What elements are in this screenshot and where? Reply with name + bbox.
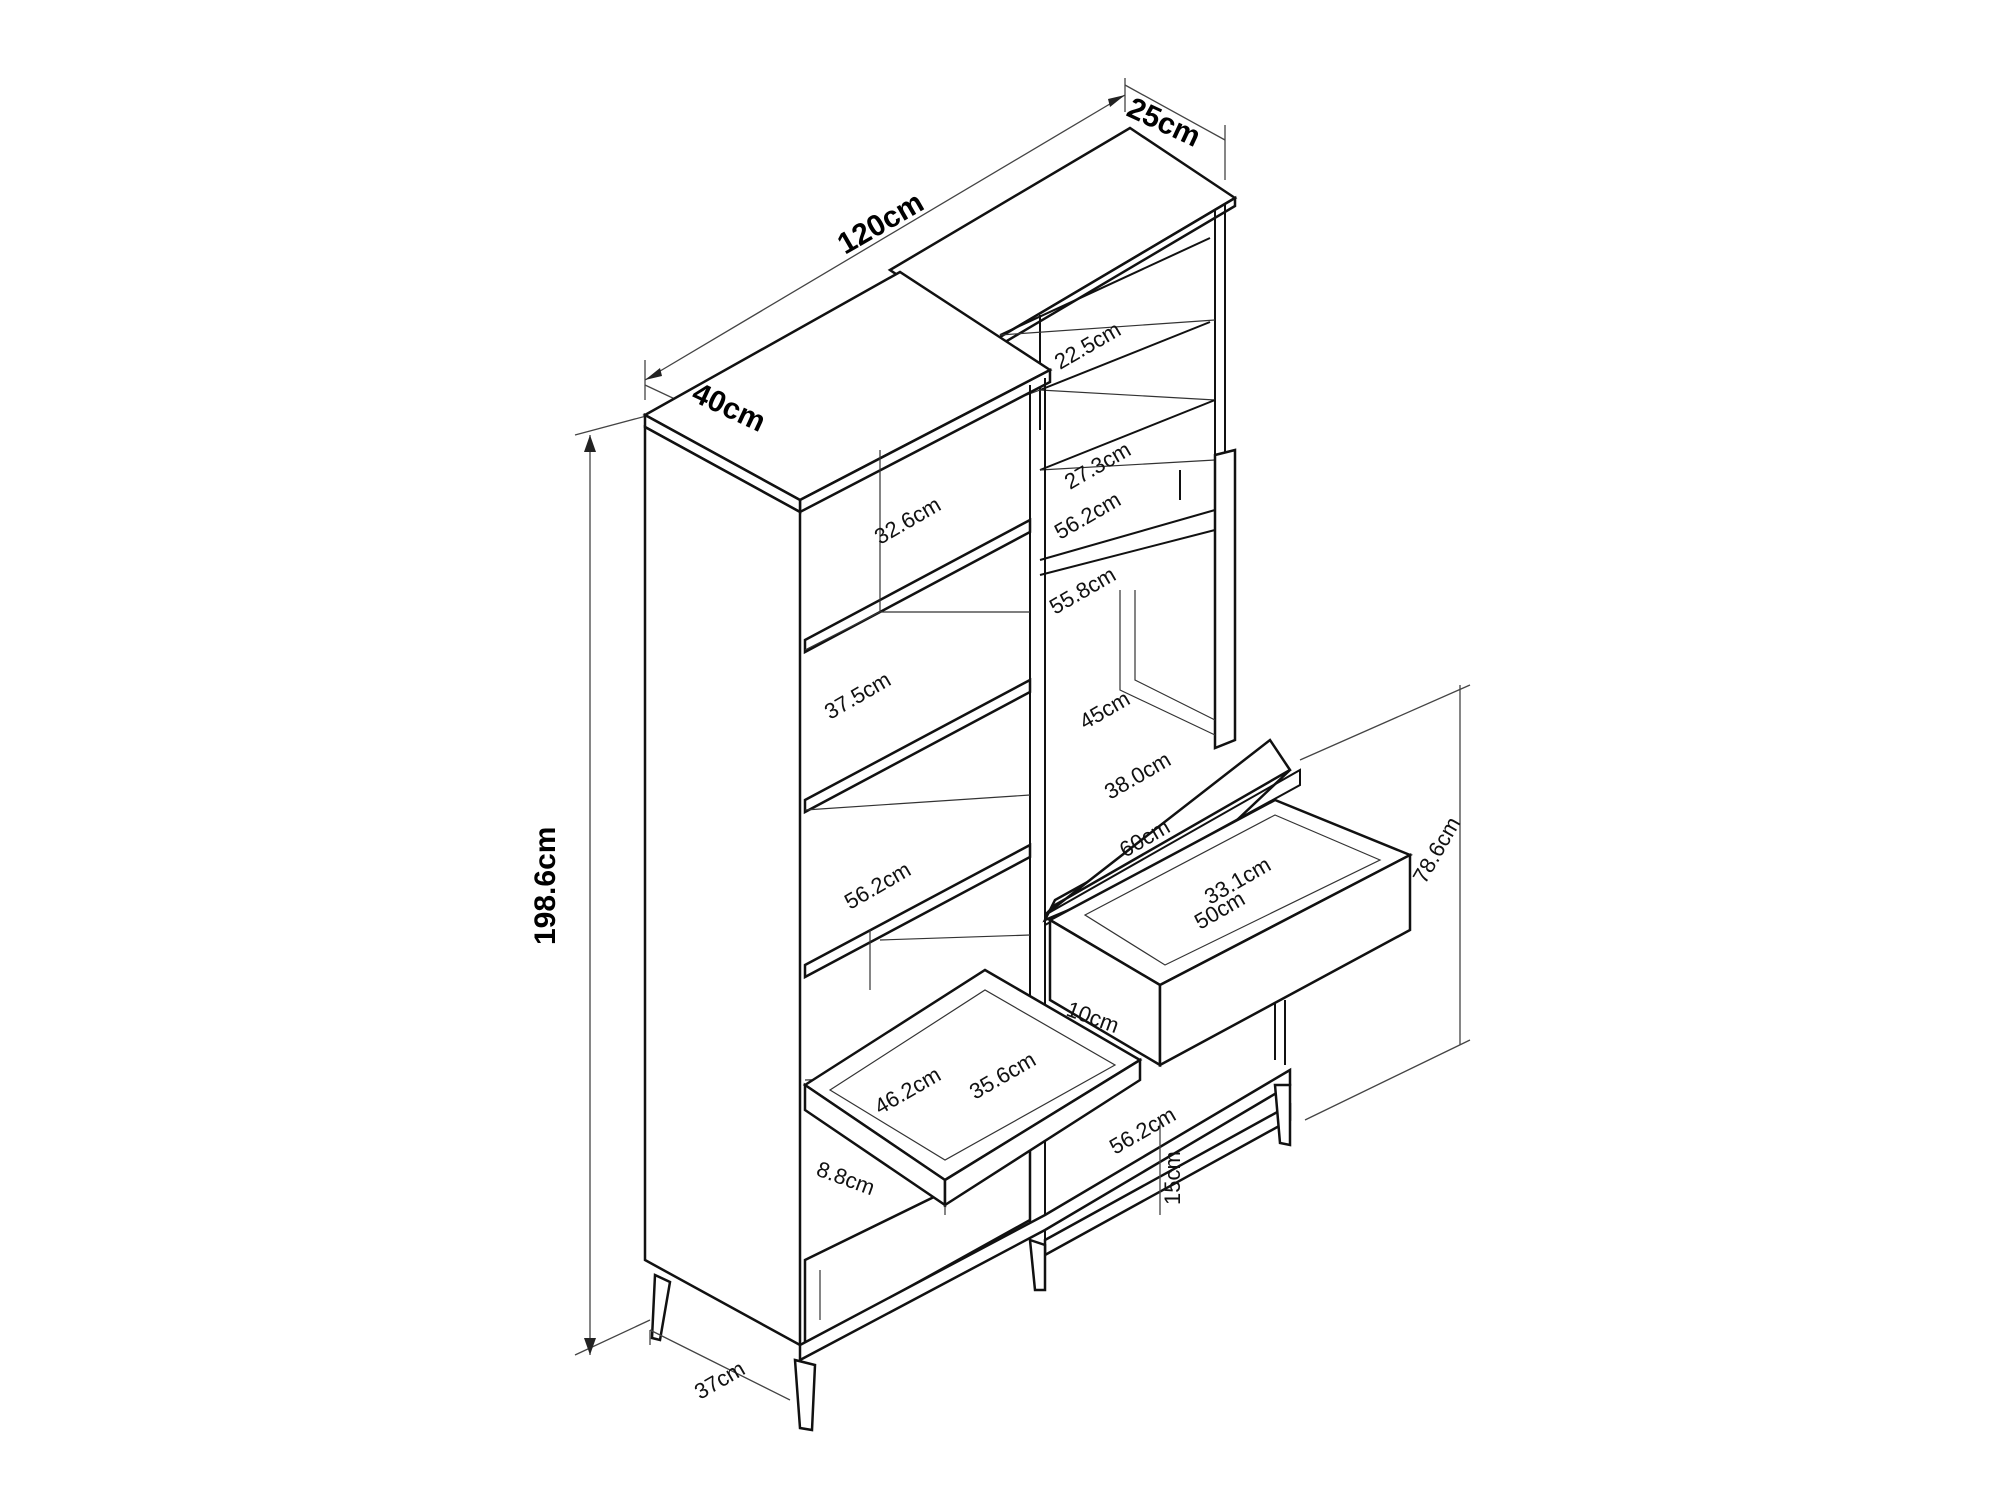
total-width-label: 120cm xyxy=(832,186,929,261)
tower-drawer-height-label: 8.8cm xyxy=(813,1156,878,1200)
tower-shelf-2-label: 37.5cm xyxy=(820,667,895,725)
depth-dimension-top xyxy=(1124,84,1226,180)
leg-height-label: 15cm xyxy=(1160,1151,1185,1205)
tower-shelf-3-label: 56.2cm xyxy=(840,857,915,915)
upper-width-label: 56.2cm xyxy=(1050,487,1125,545)
desk-drawer xyxy=(1047,798,1413,1068)
desk-depth-label: 38.0cm xyxy=(1100,747,1175,805)
tower-drawer xyxy=(802,968,1143,1215)
tall-tower xyxy=(642,270,1053,1348)
desk-height-dimension xyxy=(1299,684,1471,1121)
open-height-label: 45cm xyxy=(1075,686,1134,735)
total-height-label: 198.6cm xyxy=(529,827,562,945)
upper-shelf-1-label: 22.5cm xyxy=(1050,317,1125,375)
leg-depth-label: 37cm xyxy=(690,1356,749,1405)
tower-shelf-top-label: 32.6cm xyxy=(870,492,945,550)
overall-width-dimension xyxy=(644,78,1126,400)
desk-height-label: 78.6cm xyxy=(1408,813,1466,888)
overall-height-dimension xyxy=(574,414,651,1356)
leg-depth-dimension xyxy=(649,1329,791,1401)
base-and-legs xyxy=(650,1067,1292,1432)
